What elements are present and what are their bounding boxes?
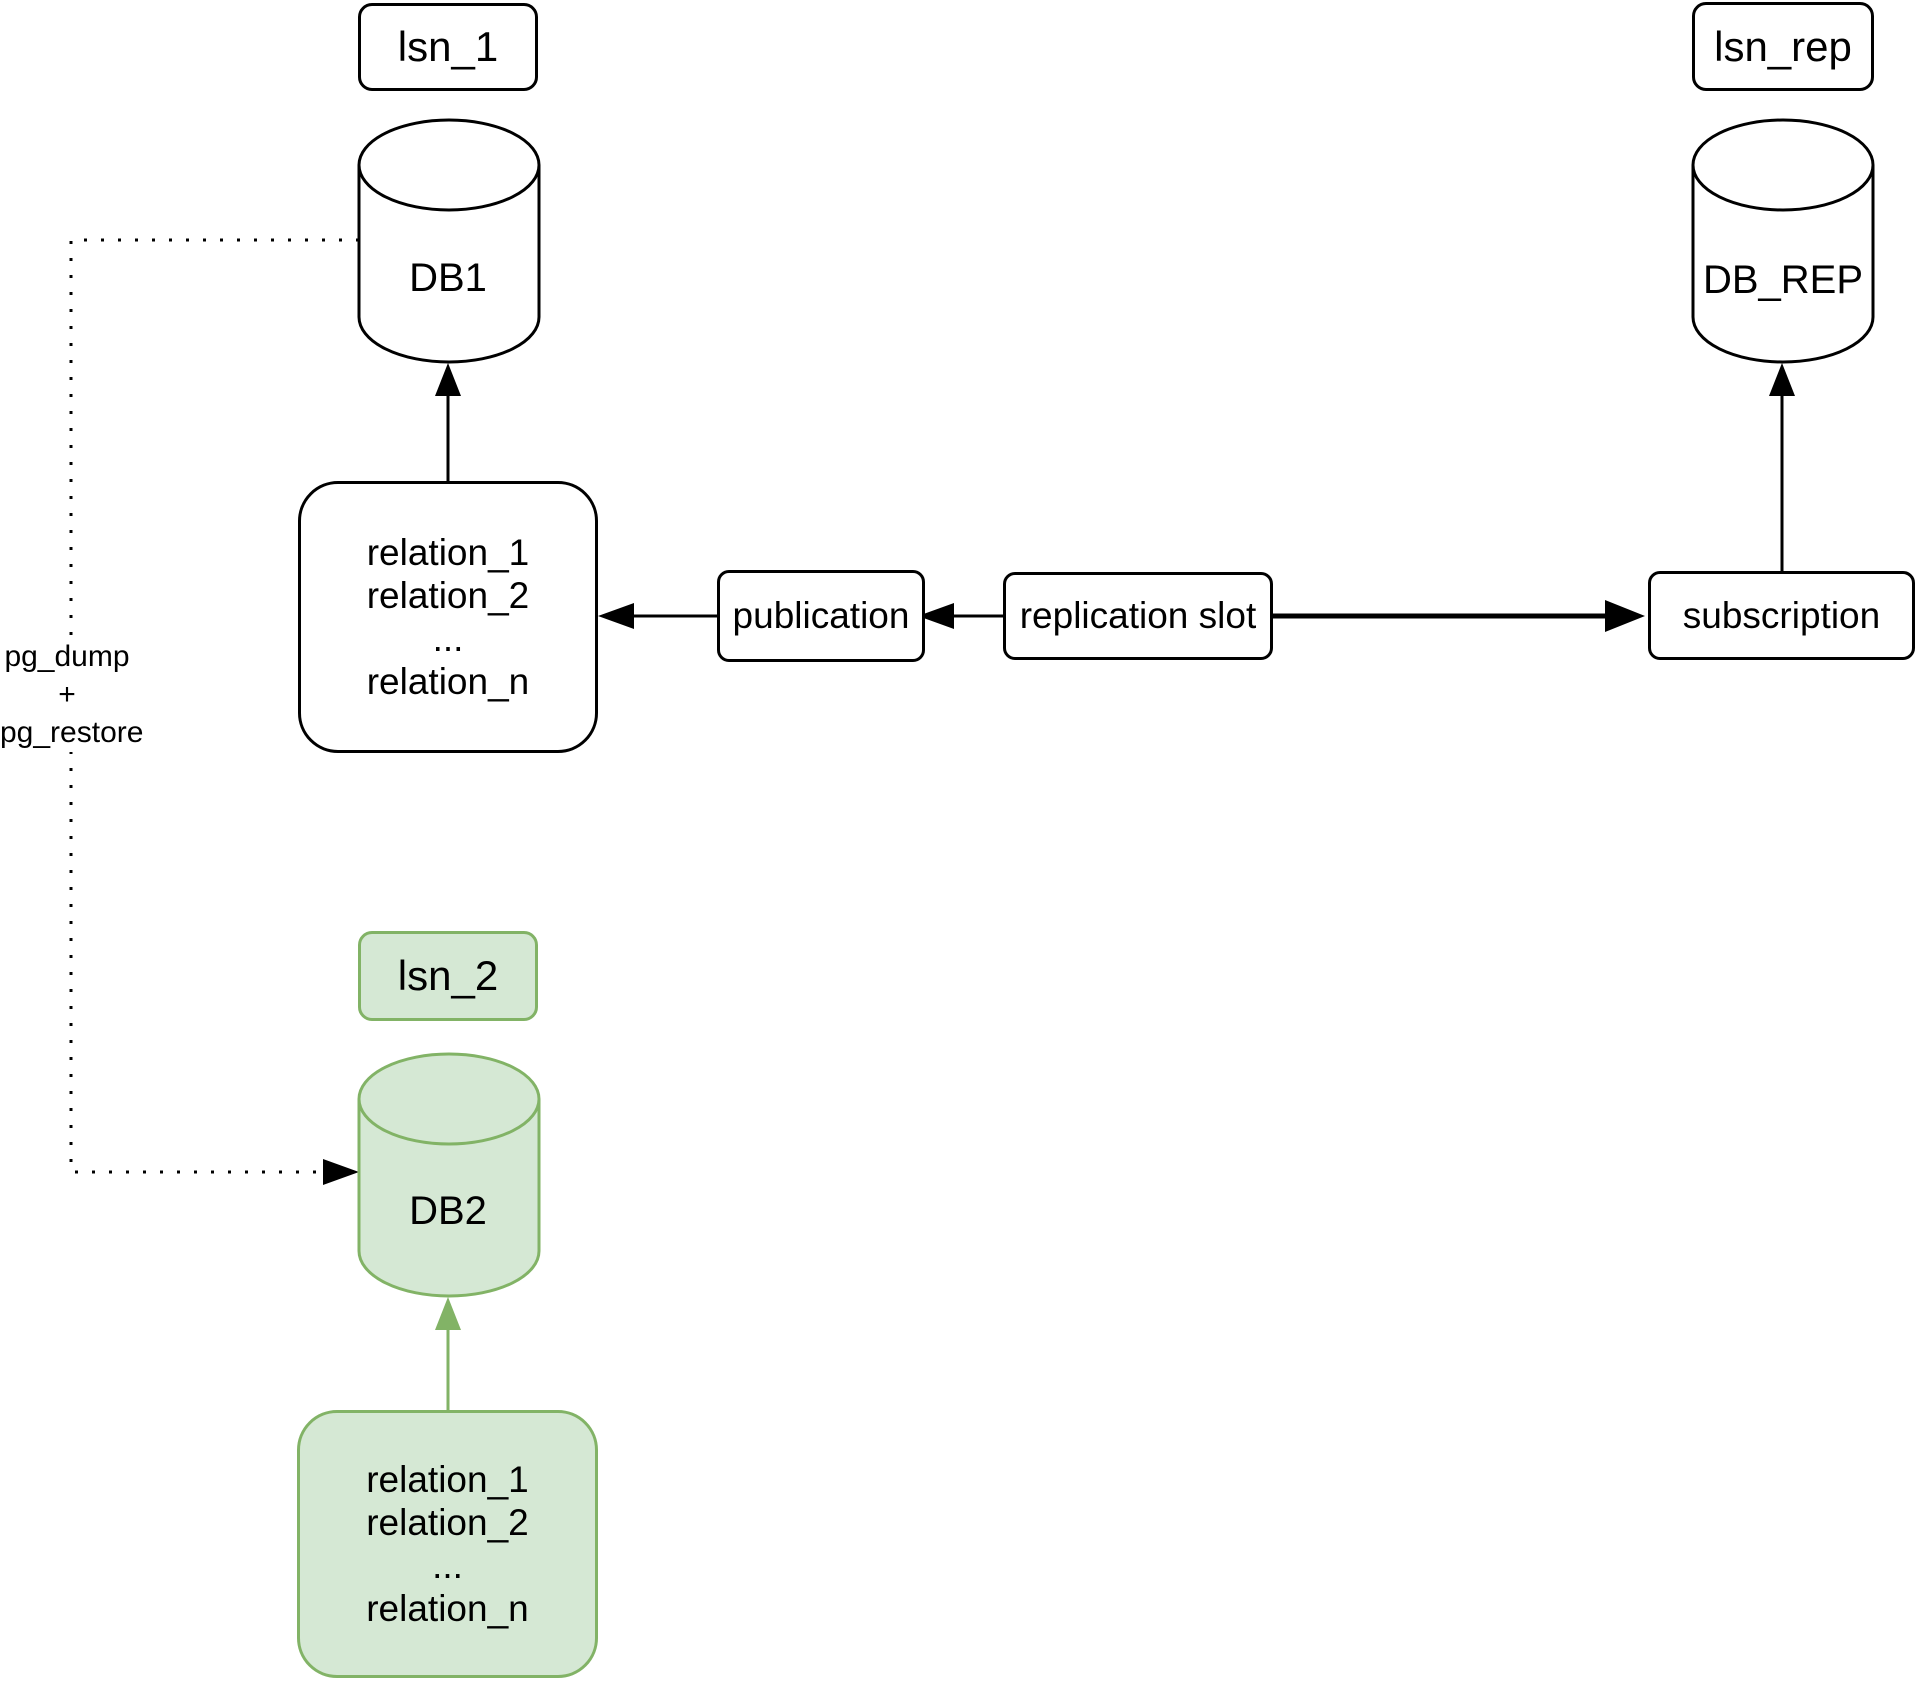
db2-cylinder-icon <box>357 1052 541 1298</box>
relations2-to-db2-arrowhead-icon <box>435 1297 461 1330</box>
pg-dump-restore-dotted-connector <box>69 238 359 1174</box>
db1-cylinder-icon <box>357 118 541 364</box>
db2-cylinder-top <box>357 1052 541 1146</box>
dbrep-cylinder-body <box>1691 165 1875 364</box>
slot-to-publication-arrowhead-icon <box>918 603 954 629</box>
db1-cylinder-top <box>357 118 541 212</box>
db2-cylinder-body <box>357 1099 541 1298</box>
pg-dump-restore-arrowhead-icon <box>323 1159 359 1185</box>
db1-cylinder-body <box>357 165 541 364</box>
dbrep-cylinder-icon <box>1691 118 1875 364</box>
publication-to-relations-arrowhead-icon <box>598 603 634 629</box>
subscription-to-dbrep-arrowhead-icon <box>1769 363 1795 396</box>
relations-to-db1-arrowhead-icon <box>435 363 461 396</box>
slot-to-subscription-arrowhead-icon <box>1605 600 1645 632</box>
dbrep-cylinder-top <box>1691 118 1875 212</box>
